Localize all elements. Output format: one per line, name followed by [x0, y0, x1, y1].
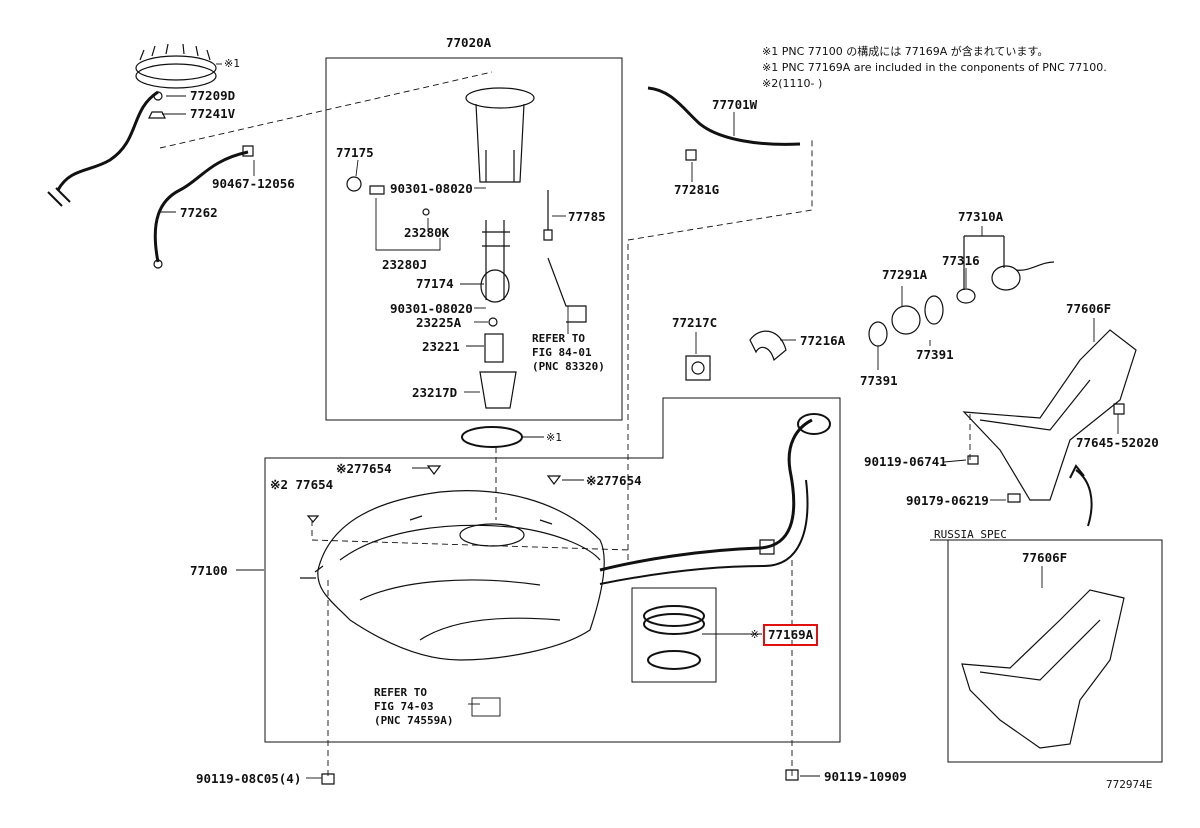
part-label-77645-52020[interactable]: 77645-52020	[1076, 435, 1159, 450]
note-line-3: ※2(1110- )	[762, 77, 823, 90]
part-label-77262[interactable]: 77262	[180, 205, 218, 220]
fuel-tank-icon	[300, 490, 605, 661]
part-label-23217D[interactable]: 23217D	[412, 385, 458, 400]
part-label-77175[interactable]: 77175	[336, 145, 374, 160]
figure-number: 772974E	[1106, 778, 1153, 791]
russia-spec-title: RUSSIA SPEC	[934, 528, 1007, 541]
part-label-77174[interactable]: 77174	[416, 276, 454, 291]
part-label-77241V[interactable]: 77241V	[190, 106, 236, 121]
part-label-23225A[interactable]: 23225A	[416, 315, 462, 330]
part-label-77100[interactable]: 77100	[190, 563, 228, 578]
part-label-277654-b[interactable]: ※277654	[586, 473, 642, 488]
gasket-icon	[461, 426, 523, 448]
lock-ring-icon	[643, 605, 705, 670]
part-label-90301-08020-b[interactable]: 90301-08020	[390, 301, 473, 316]
refer-text-2b[interactable]: FIG 74-03	[374, 700, 434, 713]
lock-ring-note-mark: ※	[750, 628, 760, 641]
fuel-pump-assembly-icon	[346, 87, 587, 409]
part-label-277654-a[interactable]: ※277654	[336, 461, 392, 476]
part-label-90119-08C05[interactable]: 90119-08C05(4)	[196, 771, 302, 786]
part-label-23280K[interactable]: 23280K	[404, 225, 450, 240]
hose-icon	[153, 150, 249, 263]
dashed-leaders	[159, 71, 971, 780]
refer-text-1b[interactable]: FIG 84-01	[532, 346, 592, 359]
protector-icon	[961, 589, 1125, 749]
part-label-90301-08020-a[interactable]: 90301-08020	[390, 181, 473, 196]
part-label-77391-a[interactable]: 77391	[916, 347, 954, 362]
part-label-77216A[interactable]: 77216A	[800, 333, 846, 348]
part-label-77606F[interactable]: 77606F	[1066, 301, 1112, 316]
part-label-77020A[interactable]: 77020A	[446, 35, 492, 50]
part-label-90119-06741[interactable]: 90119-06741	[864, 454, 947, 469]
part-label-77310A[interactable]: 77310A	[958, 209, 1004, 224]
russia-spec-box	[947, 539, 1163, 763]
part-label-23221[interactable]: 23221	[422, 339, 460, 354]
gasket-note-mark: ※1	[546, 431, 562, 444]
part-label-90119-10909[interactable]: 90119-10909	[824, 769, 907, 784]
part-label-77209D[interactable]: 77209D	[190, 88, 236, 103]
fuel-cap-icon	[868, 235, 1055, 347]
refer-text-1a: REFER TO	[532, 332, 585, 345]
part-label-77281G[interactable]: 77281G	[674, 182, 720, 197]
hose-icon	[56, 90, 159, 191]
leader-lines	[158, 63, 1119, 779]
clamp-icon	[749, 330, 787, 362]
pump-group-box	[325, 57, 623, 421]
part-label-77217C[interactable]: 77217C	[672, 315, 718, 330]
refer-text-1c: (PNC 83320)	[532, 360, 605, 373]
part-label-77654[interactable]: ※2 77654	[270, 477, 334, 492]
part-label-77316[interactable]: 77316	[942, 253, 980, 268]
note-mark-1: ※1	[224, 57, 240, 70]
part-label-77169A-highlighted[interactable]: 77169A	[762, 624, 819, 646]
protector-icon	[962, 329, 1137, 501]
part-label-90179-06219[interactable]: 90179-06219	[906, 493, 989, 508]
bolt-icon	[306, 403, 1125, 785]
refer-text-2c: (PNC 74559A)	[374, 714, 454, 727]
part-label-90467-12056[interactable]: 90467-12056	[212, 176, 295, 191]
tank-group-box	[264, 397, 841, 743]
clamp-icon	[685, 355, 711, 381]
note-line-2: ※1 PNC 77169A are included in the conpon…	[762, 61, 1107, 74]
part-label-77701W[interactable]: 77701W	[712, 97, 758, 112]
part-label-77391-b[interactable]: 77391	[860, 373, 898, 388]
lock-ring-icon	[135, 43, 217, 89]
part-label-77291A[interactable]: 77291A	[882, 267, 928, 282]
lock-ring-box	[631, 587, 717, 683]
part-label-77785[interactable]: 77785	[568, 209, 606, 224]
refer-text-2a: REFER TO	[374, 686, 427, 699]
part-label-77606F-russia[interactable]: 77606F	[1022, 550, 1068, 565]
part-label-23280J[interactable]: 23280J	[382, 257, 428, 272]
hose-icon	[647, 86, 801, 146]
note-line-1: ※1 PNC 77100 の構成には 77169A が含まれています。	[762, 45, 1049, 58]
filler-pipe-icon	[599, 413, 831, 585]
